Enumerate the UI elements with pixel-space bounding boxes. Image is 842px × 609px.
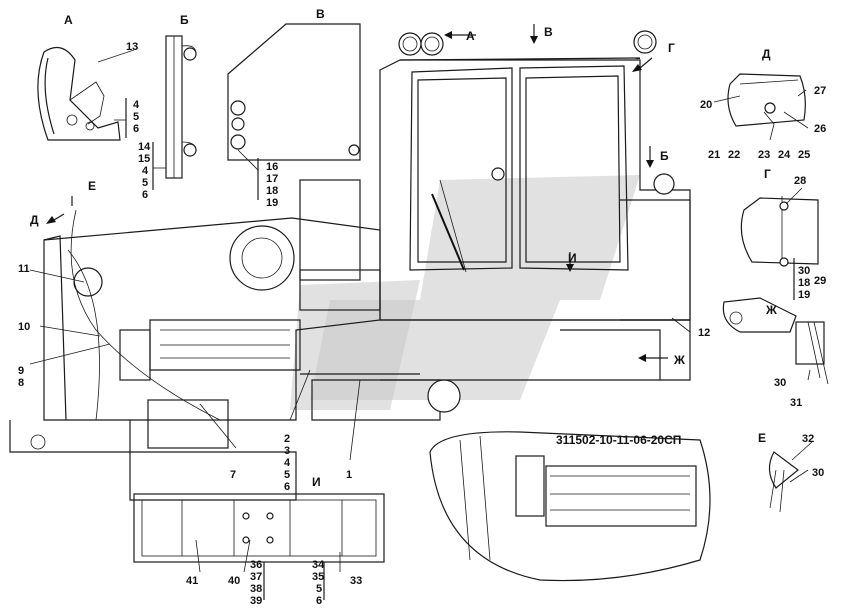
callout-8: 8 [18, 377, 24, 389]
arrow-label-i: И [568, 251, 577, 265]
view-title-zh: Ж [765, 303, 777, 317]
view-a-lamp [37, 46, 135, 141]
arrow-label-d: Д [30, 213, 39, 227]
callout-33: 33 [350, 575, 362, 587]
callout-17: 17 [266, 173, 278, 185]
view-title-i: И [312, 475, 321, 489]
engine-frame [9, 179, 691, 501]
callout-21: 21 [708, 149, 720, 161]
callout-13: 13 [126, 41, 138, 53]
view-zh-connector [722, 297, 829, 385]
callout-30a: 30 [798, 265, 810, 277]
callout-41: 41 [186, 575, 198, 587]
callout-12: 12 [698, 327, 710, 339]
callout-3: 3 [284, 445, 290, 457]
callout-10: 10 [18, 321, 30, 333]
arrow-label-g: Г [668, 41, 675, 55]
callout-22: 22 [728, 149, 740, 161]
view-i-battery-box [133, 493, 385, 600]
detail-engine-view [429, 431, 711, 582]
callout-18a: 18 [266, 185, 278, 197]
view-arrows [46, 24, 668, 362]
callout-18b: 18 [798, 277, 810, 289]
view-e-connector [768, 451, 799, 513]
arrow-label-v: В [544, 25, 553, 39]
arrow-label-a: А [466, 29, 475, 43]
callout-5c: 5 [284, 469, 290, 481]
callout-19b: 19 [798, 289, 810, 301]
callout-38: 38 [250, 583, 262, 595]
callout-23: 23 [758, 149, 770, 161]
arrow-label-zh: Ж [673, 353, 685, 367]
callout-30c: 30 [812, 467, 824, 479]
view-title-e: Е [758, 431, 766, 445]
view-title-v: В [316, 7, 325, 21]
watermark-logo [290, 175, 640, 410]
arrow-label-b: Б [660, 149, 669, 163]
callout-28: 28 [794, 175, 806, 187]
callout-11: 11 [18, 263, 30, 275]
callout-4b: 4 [142, 165, 149, 177]
view-title-a: А [64, 13, 73, 27]
view-b-mount [152, 35, 197, 190]
callout-6d: 6 [316, 595, 322, 607]
doc-code: 311502-10-11-06-20СП [556, 433, 681, 447]
callout-35: 35 [312, 571, 324, 583]
callout-19a: 19 [266, 197, 278, 209]
callout-5d: 5 [316, 583, 322, 595]
callout-15: 15 [138, 153, 150, 165]
callout-26: 26 [814, 123, 826, 135]
callout-32: 32 [802, 433, 814, 445]
callout-24: 24 [778, 149, 791, 161]
tractor-cabin [379, 30, 691, 321]
callout-2: 2 [284, 433, 290, 445]
callout-4a: 4 [133, 99, 140, 111]
callout-6a: 6 [133, 123, 139, 135]
callout-5b: 5 [142, 177, 148, 189]
callout-4c: 4 [284, 457, 291, 469]
arrow-label-e: Е [88, 179, 96, 193]
callout-20: 20 [700, 99, 712, 111]
view-title-d: Д [762, 47, 771, 61]
callout-39: 39 [250, 595, 262, 607]
callout-27: 27 [814, 85, 826, 97]
view-title-b: Б [180, 13, 189, 27]
callout-5a: 5 [133, 111, 139, 123]
callout-34: 34 [312, 559, 325, 571]
callout-36: 36 [250, 559, 262, 571]
callout-25: 25 [798, 149, 810, 161]
callout-7: 7 [230, 469, 236, 481]
callout-31: 31 [790, 397, 802, 409]
callout-30b: 30 [774, 377, 786, 389]
callout-29: 29 [814, 275, 826, 287]
callout-16: 16 [266, 161, 278, 173]
callout-6b: 6 [142, 189, 148, 201]
view-g-lamp [740, 196, 819, 300]
callout-9: 9 [18, 365, 24, 377]
callout-1: 1 [346, 469, 352, 481]
view-v-panel [227, 23, 361, 200]
view-title-g: Г [764, 167, 771, 181]
callout-14: 14 [138, 141, 151, 153]
leader-lines [29, 89, 813, 573]
callout-6c: 6 [284, 481, 290, 493]
callout-40: 40 [228, 575, 240, 587]
callout-37: 37 [250, 571, 262, 583]
view-d-lamp [727, 73, 806, 141]
